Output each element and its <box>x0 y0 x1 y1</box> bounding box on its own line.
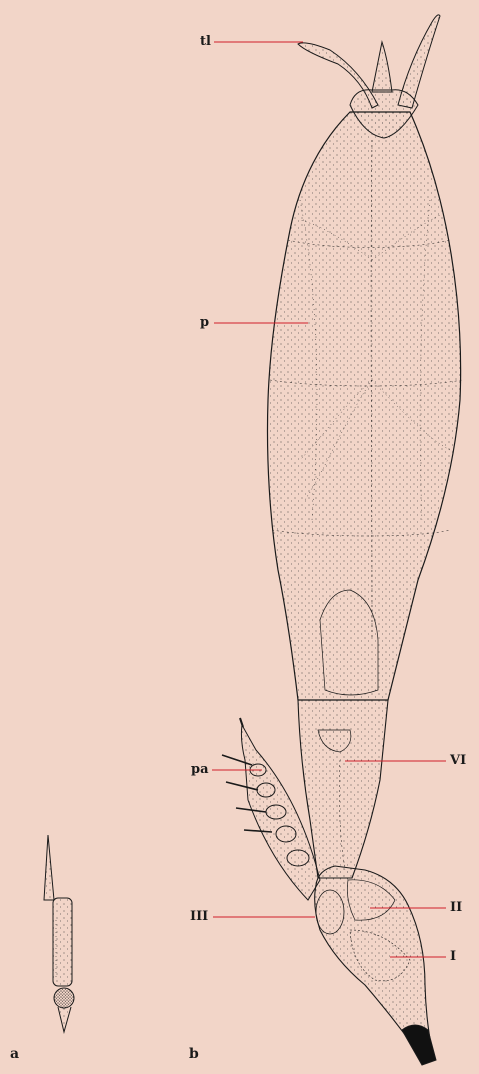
label-vi: VI <box>450 754 466 767</box>
specimen-a <box>44 835 74 1032</box>
panel-label-a: a <box>10 1047 19 1061</box>
label-iii: III <box>190 910 208 923</box>
label-i: I <box>450 950 456 963</box>
label-tl: tl <box>200 35 211 48</box>
panel-label-b: b <box>189 1047 199 1061</box>
label-pa: pa <box>191 763 209 776</box>
label-ii: II <box>450 901 462 914</box>
specimen-b <box>222 15 462 1065</box>
label-p: p <box>200 316 209 329</box>
